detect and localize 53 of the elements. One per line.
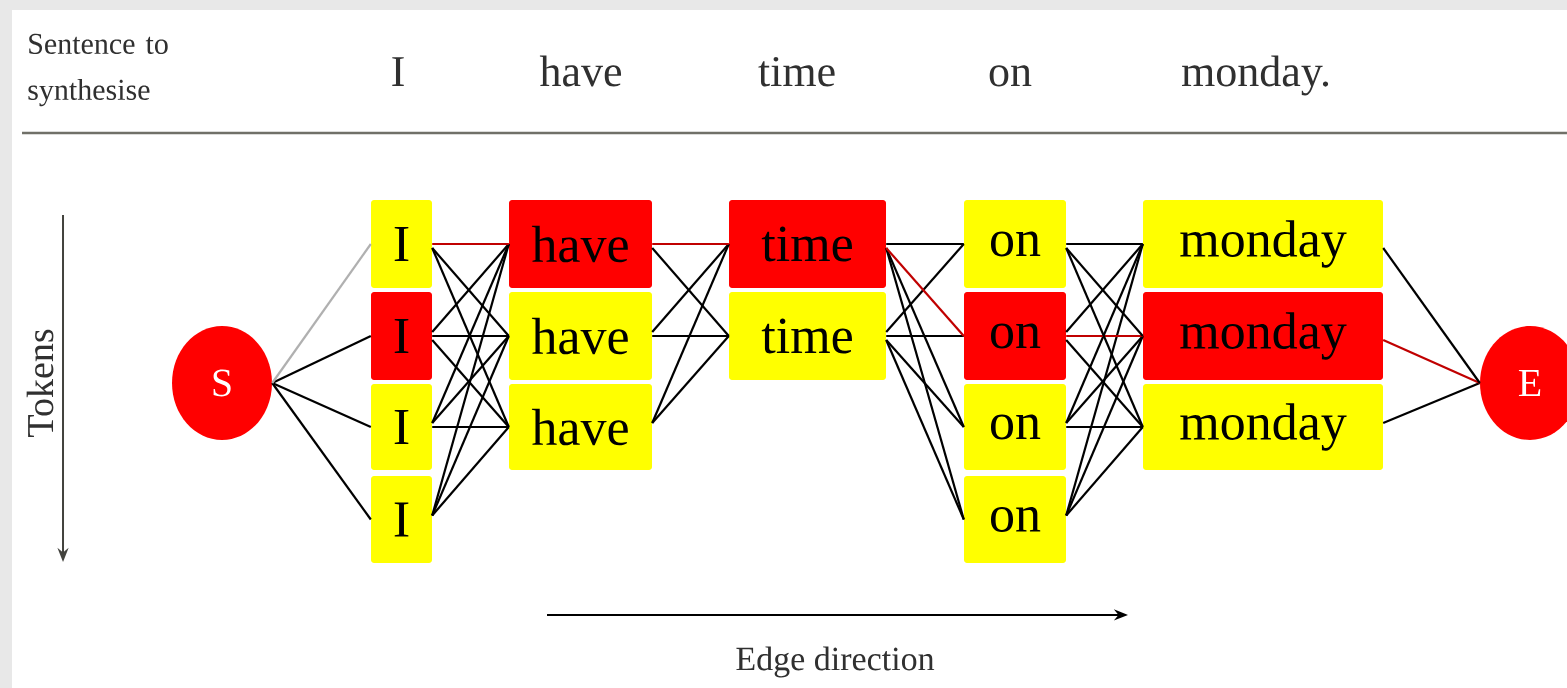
connector-line — [1382, 339, 1481, 384]
connector-line — [1065, 335, 1144, 516]
axis-label: Tokens — [26, 329, 54, 437]
token-box: have — [509, 200, 652, 288]
connector-line — [885, 339, 965, 520]
header-word: monday. — [1182, 55, 1329, 96]
connector-line — [271, 243, 372, 384]
header-text: Sentence to synthesise — [28, 33, 168, 107]
connector-line — [431, 243, 510, 516]
connector-line — [1065, 243, 1144, 516]
connector-line — [271, 335, 372, 384]
token-box: on — [964, 292, 1066, 380]
connector-line — [885, 247, 965, 520]
connector-line — [271, 382, 372, 428]
token-box: I — [371, 476, 432, 563]
connector-line — [885, 247, 965, 428]
connector-line — [1065, 426, 1144, 517]
token-box: I — [371, 200, 432, 288]
connector-line — [1066, 334, 1143, 338]
header-word: time — [758, 56, 835, 87]
connector-line — [886, 242, 964, 246]
token-box: I — [371, 384, 432, 470]
token-box: on — [964, 476, 1066, 563]
connector-line — [432, 425, 509, 429]
connector-line — [1066, 425, 1143, 429]
connector-line — [431, 426, 510, 517]
connector-line — [652, 334, 729, 338]
connector-line — [1382, 247, 1481, 384]
connector-line — [271, 382, 372, 521]
connector-line — [651, 335, 730, 424]
token-box: on — [964, 384, 1066, 470]
token-box: time — [729, 200, 886, 288]
connector-line — [1066, 242, 1143, 246]
connector-line — [432, 334, 509, 338]
axis-label: Edge direction — [736, 646, 935, 678]
token-box: have — [509, 292, 652, 380]
token-box: monday — [1143, 200, 1383, 288]
connector-line — [431, 335, 510, 516]
connector-line — [885, 339, 965, 428]
token-box: monday — [1143, 292, 1383, 380]
header-word: on — [989, 65, 1032, 87]
connector-line — [652, 242, 729, 246]
header-word: have — [539, 55, 621, 87]
token-box: I — [371, 292, 432, 380]
token-box: monday — [1143, 384, 1383, 470]
token-box: time — [729, 292, 886, 380]
token-box: have — [509, 384, 652, 470]
connector-line — [432, 242, 509, 246]
connector-line — [1382, 382, 1481, 424]
header-word: I — [392, 57, 404, 86]
connector-line — [886, 334, 964, 338]
token-box: on — [964, 200, 1066, 288]
connector-line — [651, 243, 730, 424]
